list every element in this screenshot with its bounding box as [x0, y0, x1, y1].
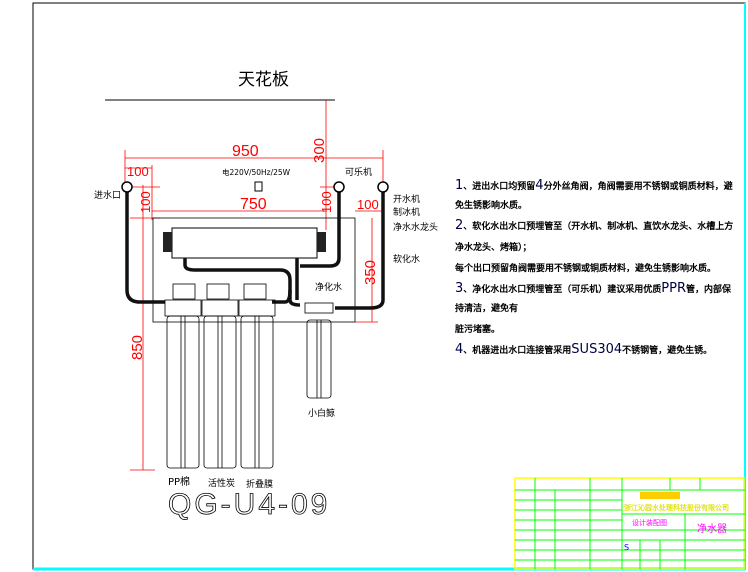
ceiling-label: 天花板 — [238, 70, 289, 90]
model-number: QG-U4-09 — [168, 488, 330, 521]
label-cola-machine: 可乐机 — [345, 166, 372, 178]
dim-right-offset: 100 — [357, 197, 379, 212]
dim-filter-height: 850 — [129, 335, 146, 360]
product-name: 净水器 — [697, 522, 727, 535]
note-big: PPR — [661, 281, 687, 296]
manifold-end-left — [163, 232, 172, 252]
label-softened-water: 软化水 — [393, 253, 420, 265]
label-purified-water: 净化水 — [315, 281, 342, 293]
label-filter-carbon: 活性炭 — [208, 477, 235, 489]
dimension-lines — [124, 100, 384, 471]
note-item: 2、软化水出水口预埋管至（开水机、制冰机、直饮水龙头、水槽上方净水龙头、烤箱）； — [455, 216, 740, 258]
note-text-a: 每个出口预留角阀需要用不锈钢或铜质材料，避免生锈影响水质。 — [455, 264, 717, 274]
company-name: 浙江沁园水处理科技股份有限公司 — [624, 503, 729, 512]
note-big: 4 — [535, 178, 544, 193]
cola-valve-icon — [333, 181, 345, 193]
mounting-panel — [152, 217, 356, 323]
installation-notes: 1、进出水口均预留4分外丝角阀，角阀需要用不锈钢或铜质材料，避免生锈影响水质。2… — [455, 176, 740, 361]
drawing-type: 设计装配图 — [632, 518, 667, 527]
label-faucet: 净水水龙头 — [393, 221, 438, 233]
filter-housings — [164, 283, 334, 469]
label-filter-pp: PP棉 — [168, 475, 190, 488]
label-boiler: 开水机 — [393, 193, 420, 205]
note-text-a: 、进出水口均预留 — [463, 182, 536, 192]
uv-manifold — [171, 227, 318, 259]
note-big: SUS304 — [571, 342, 623, 357]
note-item: 4、机器进出水口连接管采用SUS304不锈钢管，避免生锈。 — [455, 340, 740, 361]
power-socket-icon — [254, 181, 263, 192]
note-item: 1、进出水口均预留4分外丝角阀，角阀需要用不锈钢或铜质材料，避免生锈影响水质。 — [455, 176, 740, 216]
title-block: 浙江沁园水处理科技股份有限公司 设计装配图 净水器 S — [514, 477, 745, 570]
note-text-b: 管，内部保持清洁，避免有 — [455, 285, 732, 314]
dim-panel-width: 750 — [240, 196, 267, 213]
label-filter-membrane: 折叠膜 — [246, 478, 273, 490]
company-logo — [640, 492, 680, 499]
dim-left-vertical: 100 — [138, 191, 153, 213]
note-item: 3、净化水出水口预埋管至（可乐机）建议采用优质PPR管，内部保持清洁，避免有 — [455, 279, 740, 319]
inlet-valve-icon — [121, 181, 133, 193]
label-ice-maker: 制冰机 — [393, 206, 420, 218]
label-inlet: 进水口 — [94, 189, 121, 201]
note-text-a: 、机器进出水口连接管采用 — [463, 346, 572, 356]
scale-mark: S — [624, 543, 629, 552]
dim-left-offset: 100 — [127, 164, 149, 179]
dim-right-vertical: 100 — [319, 191, 334, 213]
water-hoses — [125, 190, 385, 310]
inlet-valves — [121, 181, 389, 193]
note-num: 2 — [455, 218, 464, 233]
note-item: 每个出口预留角阀需要用不锈钢或铜质材料，避免生锈影响水质。 — [455, 258, 740, 279]
dim-ceiling-gap: 300 — [311, 138, 328, 163]
manifold-end-right — [317, 232, 326, 252]
label-small-filter: 小白鲸 — [308, 407, 335, 419]
note-num: 4 — [455, 342, 464, 357]
dim-panel-height: 350 — [362, 260, 379, 285]
softened-valve-icon — [377, 181, 389, 193]
note-num: 1 — [455, 178, 464, 193]
note-text-b: 分外丝角阀，角阀需要用不锈钢或铜质材料，避免生锈影响水质。 — [455, 182, 733, 211]
note-text-a: 脏污堵塞。 — [455, 325, 501, 335]
note-num: 3 — [455, 281, 464, 296]
note-item: 脏污堵塞。 — [455, 319, 740, 340]
power-spec: 电220V/50Hz/25W — [222, 167, 291, 177]
note-text-a: 、净化水出水口预埋管至（可乐机）建议采用优质 — [463, 285, 662, 295]
dim-total-width: 950 — [232, 143, 259, 160]
note-text-a: 、软化水出水口预埋管至（开水机、制冰机、直饮水龙头、水槽上方净水龙头、烤箱）； — [455, 222, 734, 253]
note-text-b: 不锈钢管，避免生锈。 — [622, 346, 713, 356]
